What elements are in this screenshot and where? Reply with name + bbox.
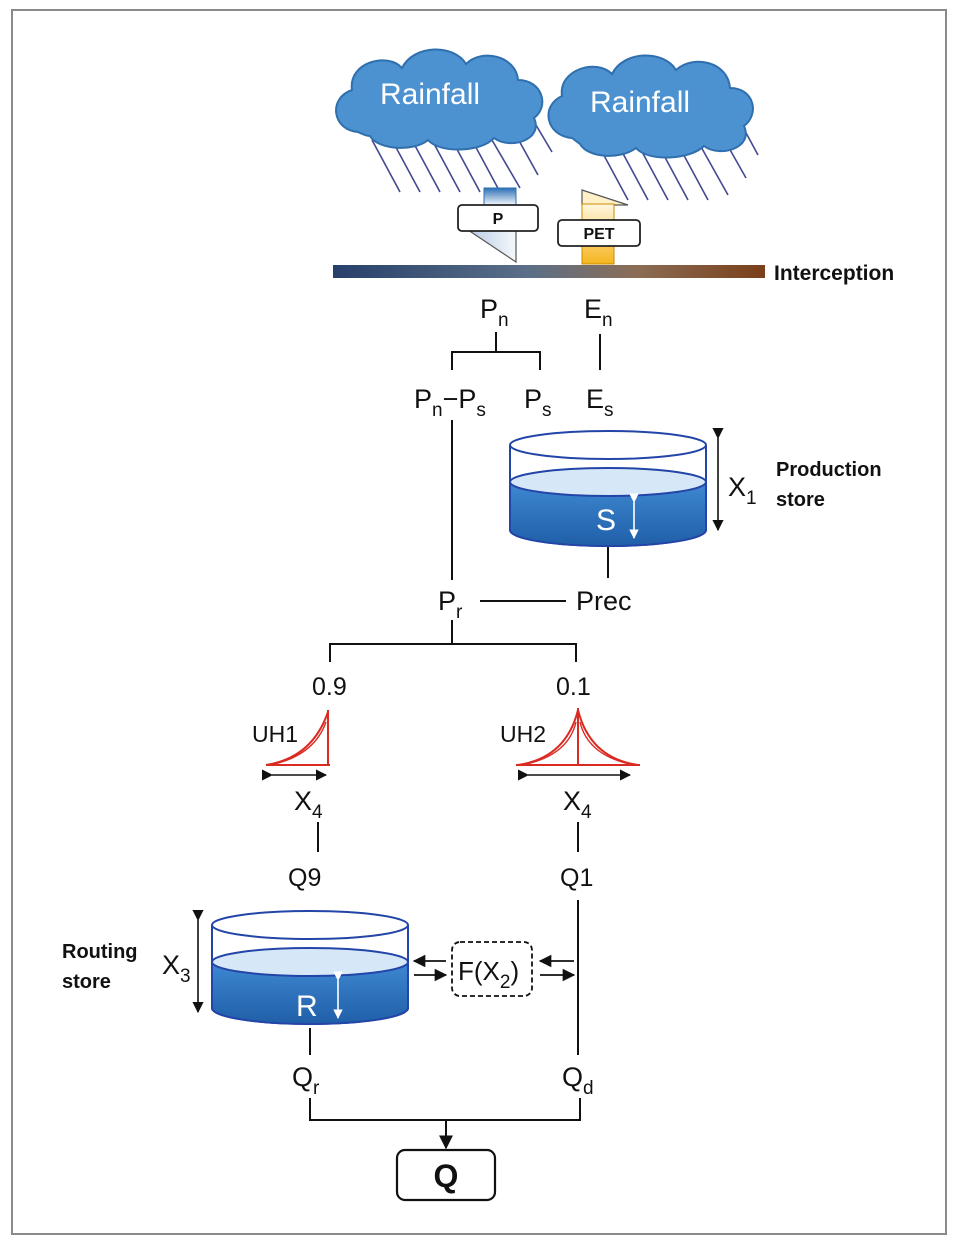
interception-label: Interception (774, 262, 894, 285)
en-label: En (584, 294, 613, 331)
production-store-level: S (596, 504, 616, 537)
exchange-arrows (412, 954, 576, 982)
x1-label: X1 (728, 472, 757, 509)
cloud-left-label: Rainfall (380, 78, 480, 111)
split-left-fraction: 0.9 (312, 673, 347, 701)
ps-label: Ps (524, 384, 552, 421)
q9-label: Q9 (288, 864, 321, 892)
outer-frame (11, 9, 947, 1235)
qr-label: Qr (292, 1062, 320, 1099)
x3-label: X3 (162, 950, 191, 987)
pr-label: Pr (438, 586, 463, 623)
production-store-label-1: Production (776, 459, 882, 481)
interception-band (333, 265, 765, 278)
pet-input-box (557, 219, 641, 247)
uh1-hydrograph (261, 710, 330, 781)
p-input-label: P (493, 211, 504, 228)
exchange-function-box (451, 941, 533, 997)
x4-right-label: X4 (563, 786, 592, 823)
exchange-function-label: F(X2) (458, 956, 519, 993)
uh1-label: UH1 (252, 721, 298, 747)
q1-label: Q1 (560, 864, 593, 892)
production-store: S (509, 430, 707, 547)
rain-lines-right (599, 117, 759, 201)
routing-store: R (211, 910, 409, 1025)
qd-label: Qd (562, 1062, 594, 1099)
production-store-label-2: store (776, 489, 825, 511)
perc-label: Prec (576, 586, 632, 616)
es-label: Es (586, 384, 614, 421)
pet-input-label: PET (583, 226, 614, 243)
uh2-hydrograph (516, 708, 640, 781)
output-box (395, 1148, 497, 1202)
routing-store-label-2: store (62, 971, 111, 993)
pn-label: Pn (480, 294, 509, 331)
precipitation-input: P (457, 187, 539, 264)
pet-input: PET (557, 189, 641, 265)
cloud-left: Rainfall (335, 48, 544, 151)
p-input-box (457, 204, 539, 232)
uh2-label: UH2 (500, 721, 546, 747)
cloud-right-label: Rainfall (590, 86, 690, 119)
routing-store-level: R (296, 990, 318, 1023)
output-label: Q (434, 1158, 459, 1194)
split-right-fraction: 0.1 (556, 673, 591, 701)
x4-left-label: X4 (294, 786, 323, 823)
pn-minus-ps-label: Pn−Ps (414, 384, 486, 421)
cloud-right: Rainfall (547, 54, 754, 159)
routing-store-label-1: Routing (62, 941, 138, 963)
